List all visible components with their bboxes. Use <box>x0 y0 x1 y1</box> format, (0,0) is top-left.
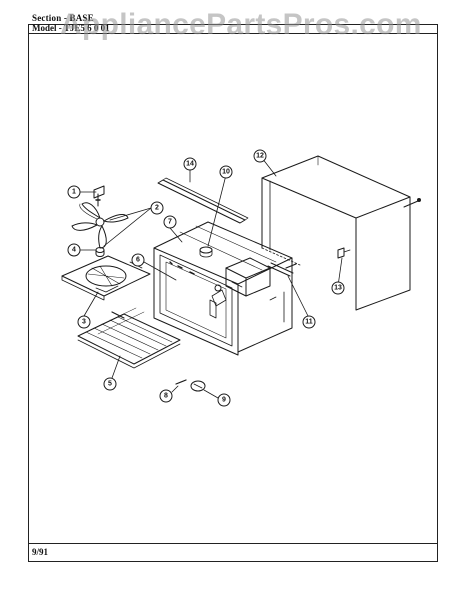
svg-text:11: 11 <box>305 319 313 326</box>
cabinet-screw <box>337 247 351 259</box>
svg-text:5: 5 <box>108 381 112 388</box>
svg-text:8: 8 <box>164 393 168 400</box>
svg-text:6: 6 <box>136 257 140 264</box>
svg-text:1: 1 <box>72 189 76 196</box>
section-label: Section - BASE <box>32 13 94 23</box>
leveling-screw <box>175 379 187 385</box>
diagram-frame <box>28 24 438 562</box>
svg-text:12: 12 <box>256 153 264 160</box>
callout-3: 3 <box>77 315 91 329</box>
fan-baffle <box>61 255 151 301</box>
control-component-box <box>211 257 271 307</box>
callout-leader-lines <box>79 157 343 399</box>
svg-text:13: 13 <box>334 285 342 292</box>
watermark: AppliancePartsPros.com <box>60 8 422 41</box>
oven-rack <box>77 307 181 369</box>
callout-5: 5 <box>103 377 117 391</box>
fan-hub <box>95 247 105 257</box>
top-right-screw <box>403 198 421 208</box>
callout-bubbles: 1 2 3 4 5 6 7 <box>67 149 345 407</box>
callout-13: 13 <box>331 281 345 295</box>
callout-7: 7 <box>163 215 177 229</box>
model-label: Model - TJE5 6 0 01 <box>32 23 110 33</box>
svg-text:7: 7 <box>168 219 172 226</box>
svg-text:9: 9 <box>222 397 226 404</box>
callout-4: 4 <box>67 243 81 257</box>
outer-cabinet-wrapper <box>261 155 411 311</box>
callout-9: 9 <box>217 393 231 407</box>
top-trim-strip <box>157 177 249 224</box>
callout-11: 11 <box>302 315 316 329</box>
top-sensor-component <box>199 246 213 258</box>
callout-14: 14 <box>183 157 197 171</box>
callout-12: 12 <box>253 149 267 163</box>
callout-6: 6 <box>131 253 145 267</box>
callout-2: 2 <box>150 201 164 215</box>
fan-blade <box>71 202 129 249</box>
fan-motor-assembly <box>93 185 105 207</box>
revision-date: 9/91 <box>32 547 49 557</box>
callout-10: 10 <box>219 165 233 179</box>
oven-chassis <box>153 221 293 356</box>
side-latch <box>267 262 297 277</box>
leveling-foot <box>190 380 206 392</box>
svg-text:3: 3 <box>82 319 86 326</box>
header-divider <box>28 33 438 34</box>
svg-text:14: 14 <box>186 161 194 168</box>
callout-1: 1 <box>67 185 81 199</box>
svg-text:4: 4 <box>72 247 76 254</box>
svg-text:2: 2 <box>155 205 159 212</box>
footer-divider <box>28 543 438 544</box>
svg-text:10: 10 <box>222 169 230 176</box>
callout-8: 8 <box>159 389 173 403</box>
